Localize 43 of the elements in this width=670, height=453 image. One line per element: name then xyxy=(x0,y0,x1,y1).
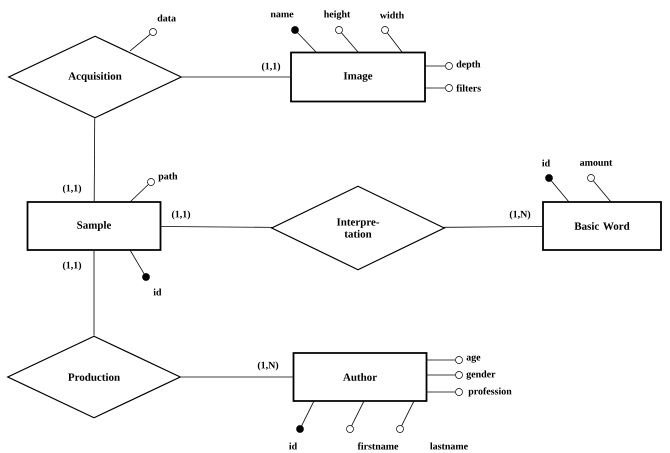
entity-box: Image xyxy=(290,52,426,102)
attribute-name: amount xyxy=(580,160,612,166)
attribute-line xyxy=(130,250,144,274)
attribute-line xyxy=(593,180,612,202)
relationship-line xyxy=(180,376,293,378)
attribute-name: data xyxy=(158,14,176,22)
attribute-name: id xyxy=(289,442,298,450)
cardinality-label: (1,1) xyxy=(61,183,83,194)
relationship-line xyxy=(443,226,542,228)
relationship-line xyxy=(161,226,273,228)
attribute-line xyxy=(426,374,456,376)
attribute-name: id xyxy=(542,159,550,166)
entity-box: Basic Word xyxy=(542,201,662,251)
attribute-line xyxy=(130,34,150,52)
attribute-line xyxy=(341,32,358,52)
entity-box: Sample xyxy=(26,201,162,251)
attribute-line xyxy=(297,32,316,52)
attribute-name: height xyxy=(324,10,350,20)
attribute-line xyxy=(551,180,570,202)
attribute-name: filters xyxy=(456,84,481,92)
cardinality-label: (1,1) xyxy=(170,209,192,220)
attribute-name: gender xyxy=(466,370,496,380)
attribute-line xyxy=(130,184,149,202)
attribute-name: firstname xyxy=(358,442,398,450)
attribute-name: depth xyxy=(456,60,480,70)
cardinality-label: (1,N) xyxy=(256,360,280,372)
attribute-line xyxy=(351,400,364,426)
attribute-line xyxy=(386,32,402,52)
attribute-line xyxy=(301,400,314,426)
attribute-name: lastname xyxy=(430,442,468,450)
attribute-name: name xyxy=(270,12,294,18)
relationship-line xyxy=(182,76,290,78)
entity-box: Author xyxy=(292,352,428,402)
attribute-name: path xyxy=(158,172,178,182)
cardinality-label: (1,N) xyxy=(508,209,532,220)
cardinality-label: (1,1) xyxy=(260,61,282,72)
attribute-name: width xyxy=(380,11,404,18)
attribute-name: id xyxy=(153,288,162,296)
attribute-name: age xyxy=(466,355,480,363)
attribute-name: profession xyxy=(468,387,512,397)
cardinality-label: (1,1) xyxy=(61,260,83,272)
attribute-line xyxy=(401,400,414,426)
relationship-line xyxy=(94,118,96,202)
